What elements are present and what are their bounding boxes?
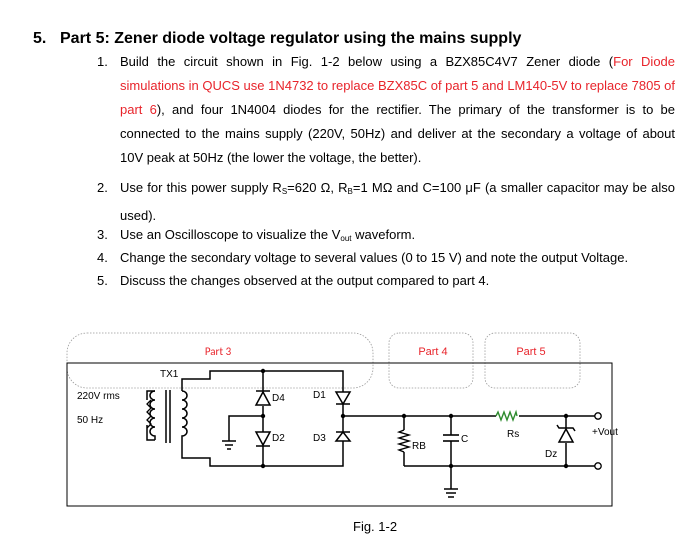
text-run: waveform. xyxy=(351,227,416,242)
list-item-2: 2. Use for this power supply RS=620 Ω, R… xyxy=(97,176,675,228)
part4-label: Part 4 xyxy=(418,346,447,358)
part3-label: Part 3 xyxy=(205,345,232,358)
list-item-number: 2. xyxy=(97,180,108,195)
section-number: 5. xyxy=(33,30,47,47)
subscript: S xyxy=(281,187,288,196)
part3-box xyxy=(66,332,374,389)
mains-frequency-label: 50 Hz xyxy=(77,415,103,426)
diode-d2-icon xyxy=(254,431,272,447)
resistor-rb-icon xyxy=(396,429,412,453)
vout-terminal-icon xyxy=(594,412,602,420)
zener-dz-icon xyxy=(556,424,576,443)
list-item-text: Build the circuit shown in Fig. 1-2 belo… xyxy=(120,50,675,170)
list-item-1: 1. Build the circuit shown in Fig. 1-2 b… xyxy=(97,50,675,170)
rb-label: RB xyxy=(412,441,426,452)
list-item-number: 3. xyxy=(97,227,108,242)
text-run: Build the circuit shown in Fig. 1-2 belo… xyxy=(120,54,614,69)
list-item-text: Change the secondary voltage to several … xyxy=(120,250,629,265)
list-item-text: Use an Oscilloscope to visualize the Vou… xyxy=(120,223,675,251)
list-item-number: 4. xyxy=(97,250,108,265)
list-item-text: Discuss the changes observed at the outp… xyxy=(120,273,490,288)
part4-box xyxy=(388,332,474,389)
list-item-3: 3. Use an Oscilloscope to visualize the … xyxy=(97,223,675,251)
list-item-number: 1. xyxy=(97,54,108,69)
component-labels: TX1 220V rms 50 Hz D4 D2 D1 D3 RB C Rs D… xyxy=(77,369,618,460)
circuit-frame xyxy=(66,362,613,507)
rs-label: Rs xyxy=(507,429,519,440)
bridge-diodes xyxy=(254,390,352,447)
list-item-5: 5. Discuss the changes observed at the o… xyxy=(97,269,675,293)
text-run: Use an Oscilloscope to visualize the V xyxy=(120,227,341,242)
capacitor-c-icon xyxy=(443,434,459,442)
qucs-note: For Diode simulations in QUCS use 1N4732… xyxy=(120,54,676,117)
subscript: B xyxy=(347,187,353,196)
part5-box xyxy=(484,332,581,389)
vout-label: +Vout xyxy=(592,427,618,438)
wires xyxy=(146,370,596,498)
ground-terminal-icon xyxy=(594,462,602,470)
resistor-rs-icon xyxy=(495,409,518,422)
d1-label: D1 xyxy=(313,390,326,401)
diode-d3-icon xyxy=(334,430,352,442)
d2-label: D2 xyxy=(272,433,285,444)
secondary-winding-icon xyxy=(181,390,188,440)
junction-dots xyxy=(260,368,569,469)
d4-label: D4 xyxy=(272,393,285,404)
tx1-label: TX1 xyxy=(160,369,179,380)
c-label: C xyxy=(461,434,468,445)
text-run: ), and four 1N4004 diodes for the rectif… xyxy=(120,102,675,165)
primary-winding-icon xyxy=(149,390,156,440)
list-item-4: 4. Change the secondary voltage to sever… xyxy=(97,246,675,270)
text-run: =1 MΩ and C=100 μF (a smaller capacitor … xyxy=(120,180,675,223)
list-item-text: Use for this power supply RS=620 Ω, RB=1… xyxy=(120,176,675,228)
list-item-number: 5. xyxy=(97,273,108,288)
subscript: out xyxy=(340,234,352,243)
d3-label: D3 xyxy=(313,433,326,444)
part5-label: Part 5 xyxy=(516,346,545,358)
diode-d1-icon xyxy=(334,391,352,406)
text-run: =620 Ω, R xyxy=(287,180,348,195)
text-run: Use for this power supply R xyxy=(120,180,282,195)
part-boxes xyxy=(66,332,581,389)
diode-d4-icon xyxy=(254,390,272,406)
section-title: Part 5: Zener diode voltage regulator us… xyxy=(60,30,522,47)
dz-label: Dz xyxy=(545,449,557,460)
figure-caption: Fig. 1-2 xyxy=(353,519,398,534)
mains-voltage-label: 220V rms xyxy=(77,391,120,402)
transformer-tx1 xyxy=(146,390,188,443)
